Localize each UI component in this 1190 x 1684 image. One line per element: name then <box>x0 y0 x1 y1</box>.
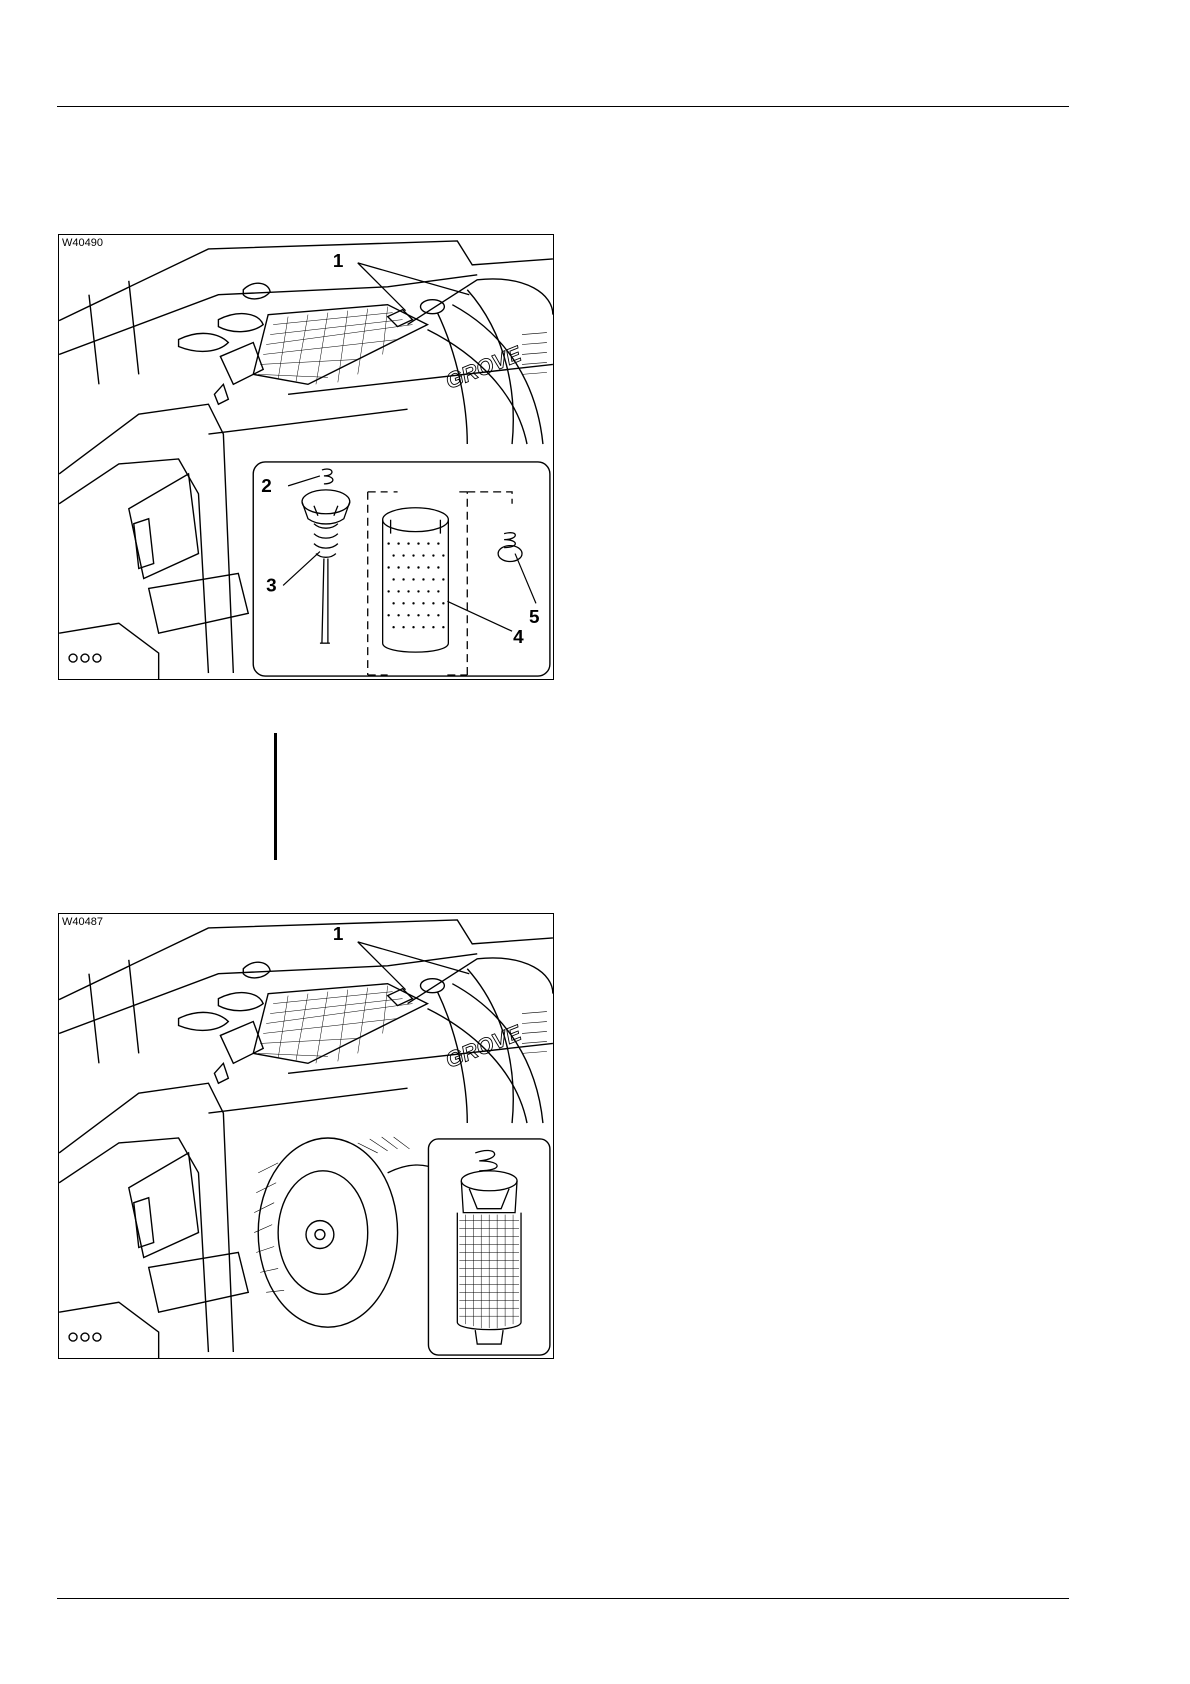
figure-w40487: 1 GROVE W40487 <box>58 913 554 1359</box>
callout-5: 5 <box>529 607 540 628</box>
figure-w40490: 1 GROVE <box>58 234 554 680</box>
figure-id-label: W40490 <box>61 237 104 249</box>
crane-illustration-disassembled: 1 GROVE <box>59 235 553 679</box>
crane-illustration-assembled: 1 GROVE <box>59 914 553 1358</box>
callout-3: 3 <box>266 575 277 596</box>
detail-inset <box>253 462 550 676</box>
callout-2: 2 <box>261 476 272 497</box>
callout-4: 4 <box>513 627 524 648</box>
figure-id-label: W40487 <box>61 916 104 928</box>
brand-mark: GROVE <box>442 341 526 394</box>
callout-1: 1 <box>333 251 344 272</box>
footer-rule <box>57 1598 1069 1599</box>
brand-mark: GROVE <box>442 1020 526 1073</box>
change-bar <box>274 733 277 860</box>
callout-1: 1 <box>333 924 344 945</box>
header-rule <box>57 106 1069 107</box>
